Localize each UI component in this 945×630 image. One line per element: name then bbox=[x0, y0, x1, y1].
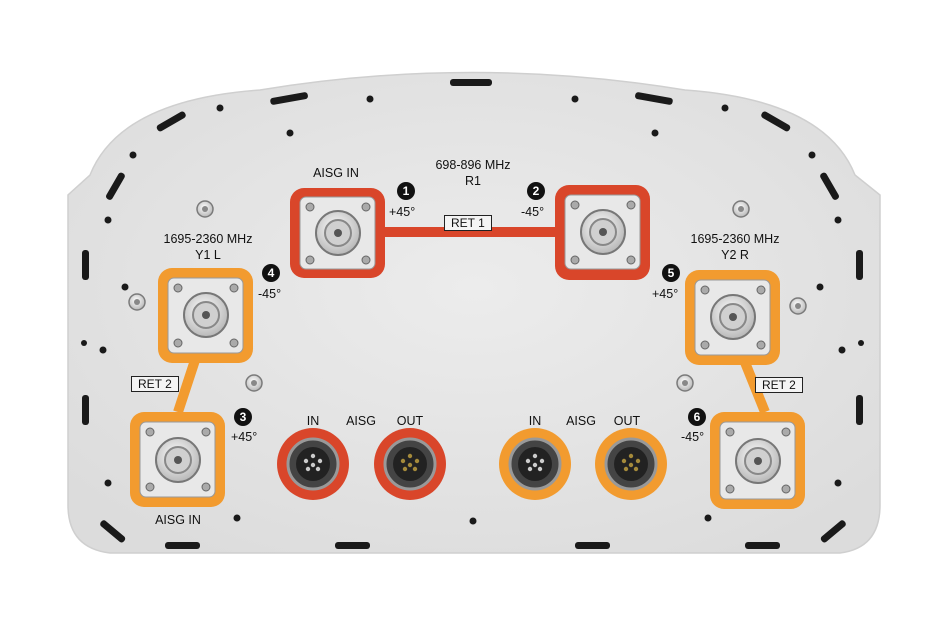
rf-port-3 bbox=[130, 412, 225, 507]
ground-screws bbox=[128, 200, 807, 392]
port-2-badge: 2 bbox=[527, 182, 545, 200]
rf-port-6 bbox=[710, 412, 805, 509]
aisg-out-right-connector bbox=[595, 428, 667, 500]
port-3-polarization: +45° bbox=[231, 430, 258, 444]
ret1-link bbox=[380, 227, 565, 237]
freq-y2-label: 1695-2360 MHz bbox=[690, 232, 780, 246]
panel-body bbox=[67, 71, 881, 554]
name-r1-label: R1 bbox=[465, 174, 481, 188]
out-right-label: OUT bbox=[613, 414, 641, 428]
ret2-right-label: RET 2 bbox=[755, 377, 803, 393]
perimeter-holes bbox=[81, 95, 864, 525]
freq-r1-label: 698-896 MHz bbox=[435, 158, 511, 172]
rf-port-5 bbox=[685, 270, 780, 365]
port-1-polarization: +45° bbox=[389, 205, 416, 219]
freq-y1-label: 1695-2360 MHz bbox=[163, 232, 253, 246]
ret1-label: RET 1 bbox=[444, 215, 492, 231]
port-1-badge: 1 bbox=[397, 182, 415, 200]
aisg-in-top-label: AISG IN bbox=[313, 166, 359, 180]
aisg-in-left-connector bbox=[277, 428, 349, 500]
aisg-in-bottom-label: AISG IN bbox=[155, 513, 201, 527]
rf-port-2 bbox=[555, 185, 650, 280]
rf-port-4 bbox=[158, 268, 253, 363]
port-5-polarization: +45° bbox=[652, 287, 679, 301]
ret2-left-label: RET 2 bbox=[131, 376, 179, 392]
name-y2-label: Y2 R bbox=[721, 248, 749, 262]
port-2-polarization: -45° bbox=[521, 205, 545, 219]
in-left-label: IN bbox=[306, 414, 320, 428]
port-4-badge: 4 bbox=[262, 264, 280, 282]
aisg-right-label: AISG bbox=[566, 414, 596, 428]
port-6-polarization: -45° bbox=[681, 430, 705, 444]
port-5-badge: 5 bbox=[662, 264, 680, 282]
port-6-badge: 6 bbox=[688, 408, 706, 426]
perimeter-slots bbox=[82, 79, 863, 549]
port-3-badge: 3 bbox=[234, 408, 252, 426]
rf-port-1 bbox=[290, 188, 385, 278]
aisg-in-right-connector bbox=[499, 428, 571, 500]
out-left-label: OUT bbox=[396, 414, 424, 428]
aisg-left-label: AISG bbox=[346, 414, 376, 428]
in-right-label: IN bbox=[528, 414, 542, 428]
name-y1-label: Y1 L bbox=[195, 248, 221, 262]
aisg-out-left-connector bbox=[374, 428, 446, 500]
port-4-polarization: -45° bbox=[258, 287, 282, 301]
